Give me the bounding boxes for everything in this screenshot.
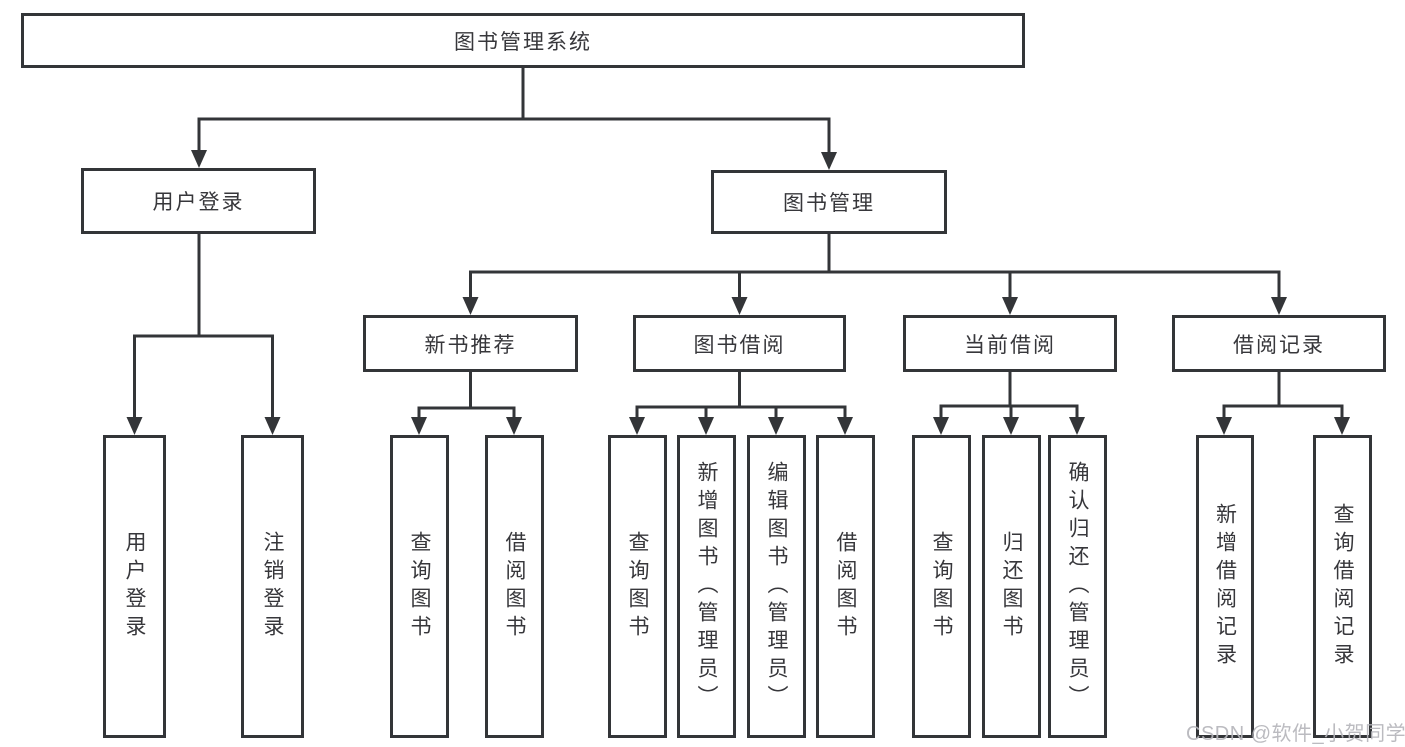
node-new-book-recommend: 新书推荐	[363, 315, 578, 372]
leaf-add-book-admin: 新增图书（管理员）	[677, 435, 736, 738]
node-book-borrow-label: 图书借阅	[693, 333, 786, 357]
leaf-query-book-recommend: 查询图书	[390, 435, 449, 738]
connector-root-to-level2	[191, 66, 837, 170]
leaf-return-book: 归还图书	[982, 435, 1041, 738]
leaf-borrow-book-label: 借阅图书	[834, 530, 857, 643]
leaf-query-book-current: 查询图书	[912, 435, 971, 738]
node-book-management: 图书管理	[711, 170, 947, 234]
csdn-watermark: CSDN @软件_小贺同学	[1186, 723, 1405, 745]
leaf-borrow-book-recommend: 借阅图书	[485, 435, 544, 738]
connector-new-book-children	[411, 370, 522, 435]
node-new-book-recommend-label: 新书推荐	[424, 333, 517, 357]
leaf-confirm-return-admin-label: 确认归还（管理员）	[1066, 460, 1089, 713]
leaf-return-book-label: 归还图书	[1000, 530, 1023, 643]
leaf-query-book-borrow: 查询图书	[608, 435, 667, 738]
leaf-user-login-label: 用户登录	[123, 530, 146, 643]
node-root-system: 图书管理系统	[21, 13, 1025, 68]
node-user-login: 用户登录	[81, 168, 316, 234]
leaf-query-borrow-record-label: 查询借阅记录	[1331, 502, 1354, 671]
leaf-query-book-current-label: 查询图书	[930, 530, 953, 643]
leaf-query-borrow-record: 查询借阅记录	[1313, 435, 1372, 738]
leaf-borrow-book-recommend-label: 借阅图书	[503, 530, 526, 643]
connector-book-mgmt-to-level3	[462, 232, 1287, 315]
leaf-add-borrow-record: 新增借阅记录	[1196, 435, 1254, 738]
leaf-add-book-admin-label: 新增图书（管理员）	[695, 460, 718, 713]
node-borrow-record: 借阅记录	[1172, 315, 1386, 372]
leaf-edit-book-admin-label: 编辑图书（管理员）	[765, 460, 788, 713]
node-root-label: 图书管理系统	[454, 30, 592, 54]
node-current-borrow-label: 当前借阅	[964, 333, 1056, 357]
connector-book-borrow-children	[629, 370, 853, 435]
node-current-borrow: 当前借阅	[903, 315, 1117, 372]
node-borrow-record-label: 借阅记录	[1233, 333, 1325, 357]
connector-borrow-record-children	[1216, 370, 1350, 435]
node-book-management-label: 图书管理	[783, 192, 875, 215]
leaf-confirm-return-admin: 确认归还（管理员）	[1048, 435, 1107, 738]
leaf-query-book-recommend-label: 查询图书	[408, 530, 431, 643]
leaf-borrow-book: 借阅图书	[816, 435, 875, 738]
leaf-logout-label: 注销登录	[261, 530, 284, 643]
connector-user-login-children	[126, 232, 281, 435]
leaf-add-borrow-record-label: 新增借阅记录	[1213, 502, 1237, 671]
connector-current-borrow-children	[933, 370, 1085, 435]
leaf-query-book-borrow-label: 查询图书	[626, 530, 649, 643]
leaf-logout: 注销登录	[241, 435, 304, 738]
leaf-edit-book-admin: 编辑图书（管理员）	[747, 435, 806, 738]
node-book-borrow: 图书借阅	[633, 315, 846, 372]
leaf-user-login: 用户登录	[103, 435, 166, 738]
node-user-login-label: 用户登录	[152, 191, 245, 214]
